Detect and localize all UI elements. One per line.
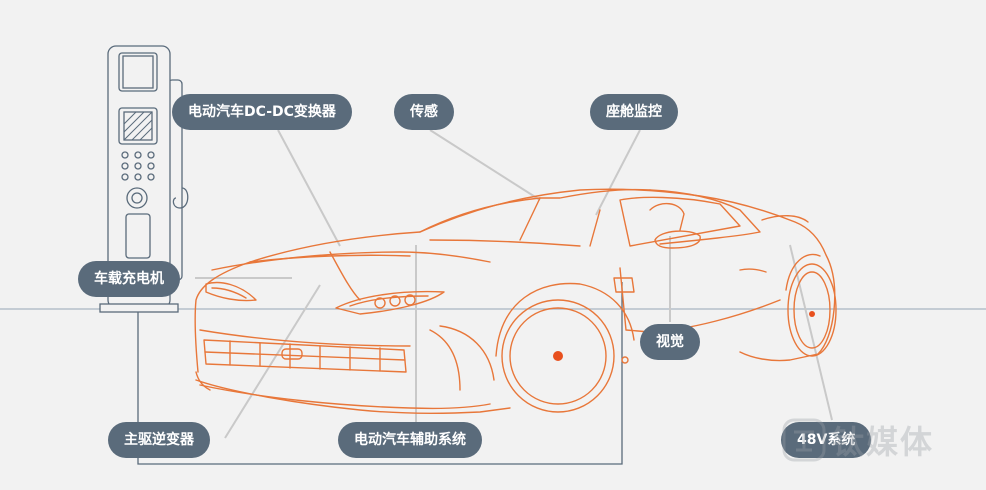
- watermark: 钛媒体: [782, 414, 972, 466]
- label-cabin-monitoring: 座舱监控: [590, 94, 678, 130]
- car-illustration: [194, 188, 837, 414]
- label-vision: 视觉: [640, 324, 700, 360]
- label-onboard-charger: 车载充电机: [78, 261, 180, 297]
- watermark-logo-icon: [782, 418, 826, 462]
- charging-cable: [137, 282, 623, 465]
- label-main-inverter: 主驱逆变器: [108, 422, 210, 458]
- leader-lines: [195, 129, 833, 439]
- label-48v-system: 48V系统: [781, 422, 872, 458]
- watermark-text: 钛媒体: [832, 423, 935, 461]
- label-auxiliary-system: 电动汽车辅助系统: [338, 422, 482, 458]
- wheel-hub-dots: [553, 311, 815, 361]
- charging-station: [99, 45, 189, 313]
- label-sensor: 传感: [394, 94, 454, 130]
- label-dcdc-converter: 电动汽车DC-DC变换器: [172, 94, 352, 130]
